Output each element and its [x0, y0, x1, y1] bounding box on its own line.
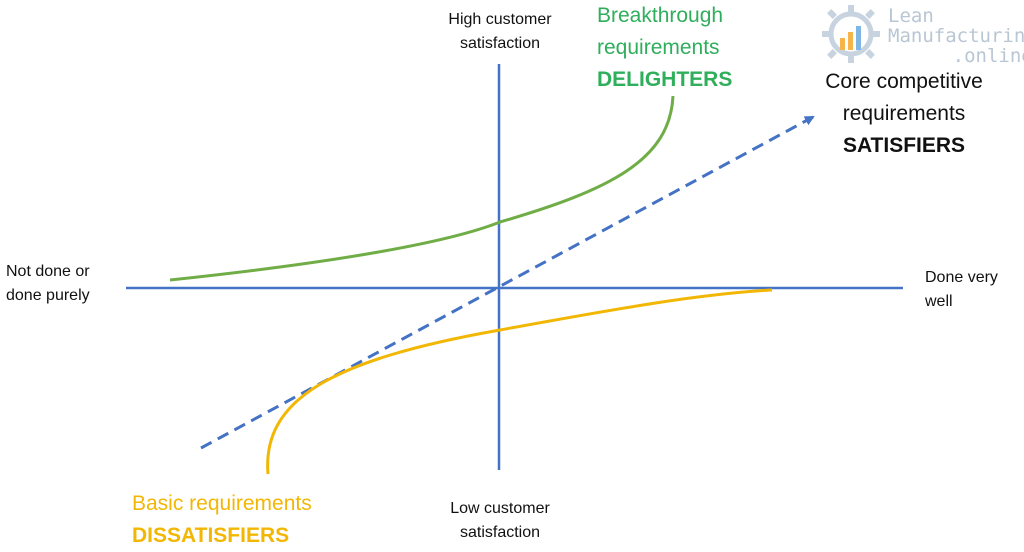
delighters-label: Breakthrough requirements DELIGHTERS [597, 0, 797, 96]
satisfiers-line-2: requirements [842, 102, 966, 125]
delighters-line-1: Breakthrough [597, 4, 724, 27]
not-done-label: Not done or done purely [6, 260, 136, 308]
not-done-line-2: done purely [6, 287, 90, 304]
satisfiers-label: Core competitive requirements SATISFIERS [806, 66, 1002, 162]
logo-word-3: .online [952, 45, 1024, 67]
done-well-line-2: well [925, 293, 953, 310]
done-well-line-1: Done very [925, 269, 998, 286]
low-satisfaction-label: Low customer satisfaction [420, 497, 580, 545]
low-satisfaction-line-1: Low customer [450, 500, 550, 517]
logo-word-2: Manufacturing [888, 25, 1024, 47]
delighters-curve [169, 95, 675, 282]
low-satisfaction-line-2: satisfaction [459, 524, 541, 541]
dissatisfiers-curve [266, 288, 773, 475]
lean-manufacturing-logo: Lean Manufacturing .online [818, 2, 1024, 66]
delighters-tag: DELIGHTERS [597, 68, 733, 91]
dissatisfiers-tag: DISSATISFIERS [132, 524, 290, 547]
not-done-line-1: Not done or [6, 263, 90, 280]
satisfiers-line-1: Core competitive [825, 70, 983, 93]
high-satisfaction-label: High customer satisfaction [420, 8, 580, 56]
satisfiers-tag: SATISFIERS [842, 134, 966, 157]
logo-word-1: Lean [888, 5, 934, 27]
high-satisfaction-line-2: satisfaction [459, 35, 541, 52]
gear-chart-icon [822, 5, 880, 63]
dissatisfiers-label: Basic requirements DISSATISFIERS [132, 488, 392, 552]
dissatisfiers-line-1: Basic requirements [132, 492, 312, 515]
satisfiers-line [200, 115, 815, 450]
done-well-label: Done very well [925, 266, 1021, 314]
delighters-line-2: requirements [597, 36, 720, 59]
high-satisfaction-line-1: High customer [448, 11, 552, 28]
logo-wordmark: Lean Manufacturing .online [888, 6, 1024, 66]
